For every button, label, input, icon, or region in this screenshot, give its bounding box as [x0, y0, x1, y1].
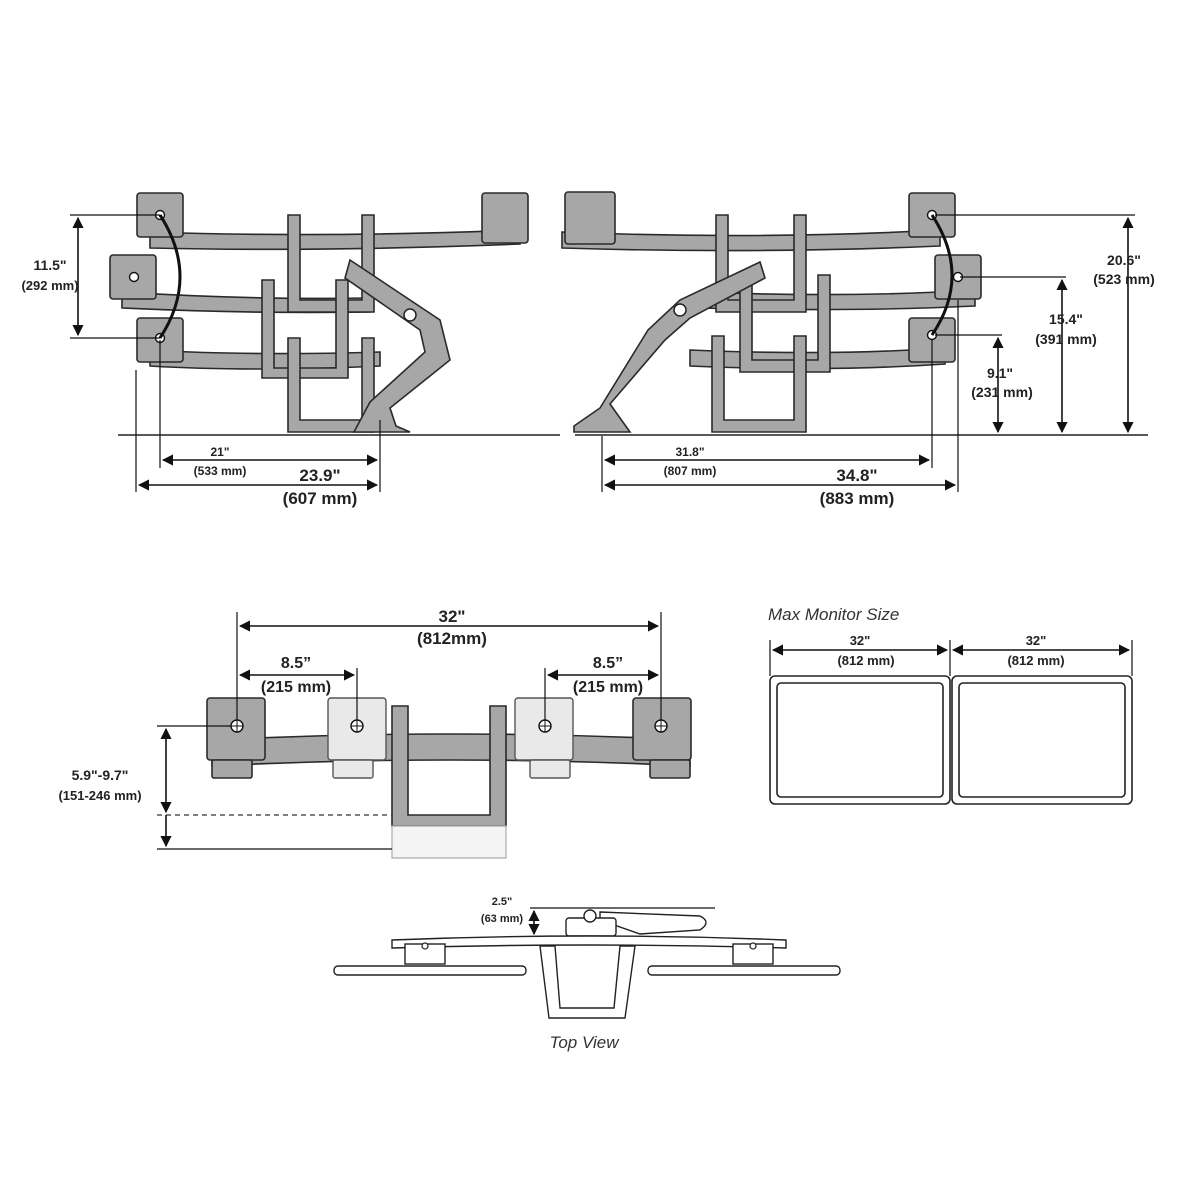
label-monitor-right-inch: 32": [1026, 633, 1047, 648]
label-height-max-mm: (523 mm): [1093, 271, 1154, 287]
front-head-inner-right-foot: [529, 759, 571, 779]
label-height-max-inch: 20.6": [1107, 252, 1141, 268]
front-view: 32" (812mm) 8.5” (215 mm) 8.5” (215 mm) …: [58, 607, 692, 859]
top-monitor-left: [333, 965, 527, 976]
label-height-mid-mm: (391 mm): [1035, 331, 1096, 347]
label-clamp-range-mm: (151-246 mm): [58, 788, 141, 803]
label-monitor-left-inch: 32": [850, 633, 871, 648]
arm-beam-top-left: [149, 229, 521, 251]
label-left-reach-total-mm: (607 mm): [283, 489, 358, 508]
label-height-min-mm: (231 mm): [971, 384, 1032, 400]
max-monitor-size: Max Monitor Size 32" (812 mm) 32" (812 m…: [768, 605, 1133, 805]
label-monitor-left-mm: (812 mm): [837, 653, 894, 668]
tilt-arc-right: [930, 214, 954, 336]
front-head-left-foot: [211, 759, 253, 779]
monitor-left-screen: [776, 682, 944, 798]
top-view: 2.5" (63 mm) Top View: [333, 896, 841, 1052]
arm-beam-top-right: [561, 229, 941, 252]
label-arc-height-inch: 11.5": [33, 257, 66, 273]
label-monitor-right-mm: (812 mm): [1007, 653, 1064, 668]
label-clamp-range-inch: 5.9"-9.7": [72, 767, 129, 783]
joint-pivot-right: [673, 303, 687, 317]
label-right-offset-mm: (215 mm): [573, 679, 643, 696]
clamp-bracket-r3: [711, 335, 807, 433]
label-left-reach-arm-inch: 21": [210, 445, 229, 459]
front-head-right-foot: [649, 759, 691, 779]
arm-joint-right: [573, 260, 766, 433]
label-front-span-inch: 32": [439, 607, 466, 626]
pivot-mid-left: [128, 271, 140, 283]
front-clamp: [391, 705, 507, 827]
top-clamp: [539, 945, 636, 1019]
front-clamp-ghost: [391, 825, 507, 859]
max-monitor-title: Max Monitor Size: [768, 605, 899, 624]
mount-head-far-right: [564, 191, 616, 245]
arm-joint-left: [344, 258, 451, 433]
label-front-span-mm: (812mm): [417, 629, 487, 648]
label-left-offset-mm: (215 mm): [261, 679, 331, 696]
label-right-reach-arm-inch: 31.8": [675, 445, 704, 459]
top-monitor-right: [647, 965, 841, 976]
top-arm-beam: [391, 935, 787, 949]
label-right-reach-total-mm: (883 mm): [820, 489, 895, 508]
label-top-depth-mm: (63 mm): [481, 913, 524, 925]
label-right-reach-arm-mm: (807 mm): [664, 464, 717, 478]
label-right-reach-total-inch: 34.8": [836, 466, 877, 485]
top-view-title: Top View: [550, 1033, 621, 1052]
front-pivot-markers: [230, 719, 668, 733]
label-height-min-inch: 9.1": [987, 365, 1013, 381]
front-arm-beam: [211, 733, 691, 767]
top-elbow: [599, 911, 707, 935]
side-view-left: 11.5" (292 mm) 21" (533 mm) 23.9" (607 m…: [21, 192, 560, 508]
joint-pivot-left: [403, 308, 417, 322]
monitor-right-screen: [958, 682, 1126, 798]
side-view-right: 20.6" (523 mm) 15.4" (391 mm) 9.1" (231 …: [561, 191, 1155, 508]
label-left-reach-total-inch: 23.9": [299, 466, 340, 485]
front-head-inner-left-foot: [332, 759, 374, 779]
label-left-offset-inch: 8.5”: [281, 655, 311, 672]
clamp-bracket-1: [287, 214, 375, 313]
tilt-arc-left: [158, 214, 182, 339]
mount-head-far-left: [481, 192, 529, 244]
label-left-reach-arm-mm: (533 mm): [194, 464, 247, 478]
label-height-mid-inch: 15.4": [1049, 311, 1083, 327]
label-top-depth-inch: 2.5": [492, 896, 513, 908]
label-right-offset-inch: 8.5”: [593, 655, 623, 672]
label-arc-height-mm: (292 mm): [21, 278, 78, 293]
